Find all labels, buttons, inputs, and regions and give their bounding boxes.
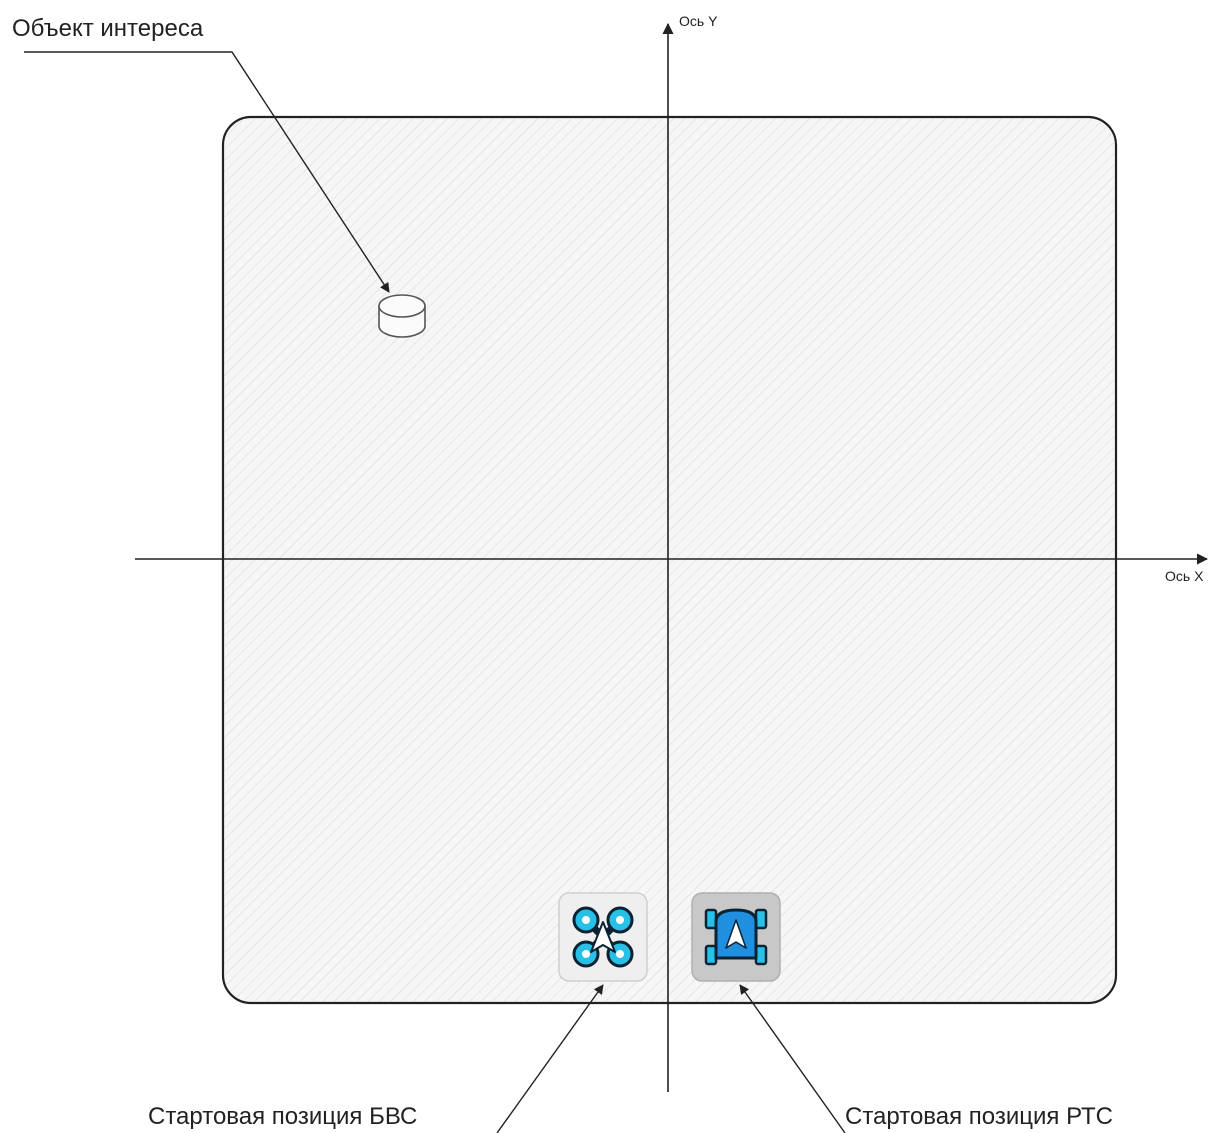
- quadcopter-drone-icon: [558, 892, 648, 982]
- axis-x-label: Ось X: [1165, 568, 1204, 584]
- ugv-leader-line: [739, 984, 846, 1133]
- object-leader-line: [24, 51, 390, 293]
- object-of-interest-label: Объект интереса: [12, 15, 204, 42]
- uav-start-label: Стартовая позиция БВС: [148, 1103, 417, 1130]
- uav-leader-line: [496, 984, 604, 1133]
- cylinder-icon: [378, 294, 426, 338]
- axis-y-label: Ось Y: [679, 13, 718, 29]
- ground-robot-vehicle-icon: [691, 892, 781, 982]
- field-hatch: [224, 118, 1115, 1002]
- ugv-start-label: Стартовая позиция РТС: [845, 1103, 1113, 1130]
